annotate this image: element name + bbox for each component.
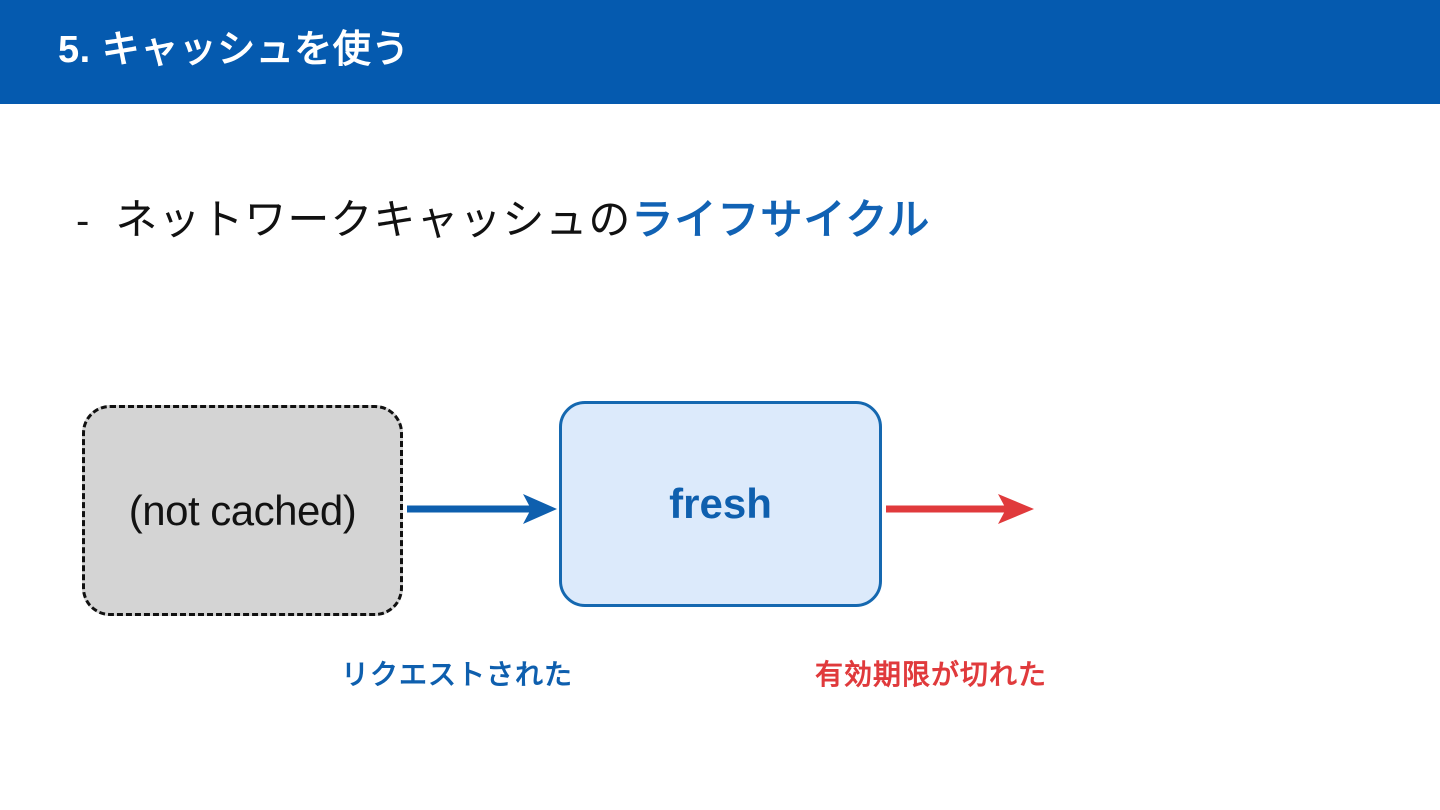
edge-label-expired: 有効期限が切れた	[815, 659, 1048, 690]
state-node-fresh-label: fresh	[669, 480, 772, 527]
slide-header-bar: 5. キャッシュを使う	[0, 0, 1440, 104]
arrow-requested-icon	[407, 494, 557, 524]
arrow-expired-icon	[886, 494, 1034, 524]
state-node-fresh: fresh	[559, 401, 882, 607]
page-title: 5. キャッシュを使う	[58, 29, 410, 71]
edge-label-requested: リクエストされた	[341, 659, 574, 690]
state-node-not-cached-label: (not cached)	[128, 486, 357, 534]
state-node-not-cached: (not cached)	[82, 405, 403, 616]
bullet-marker: -	[76, 199, 90, 243]
bullet-line: - ネットワークキャッシュの ライフサイクル	[76, 192, 930, 249]
bullet-text-accent: ライフサイクル	[631, 196, 931, 243]
bullet-text-primary: ネットワークキャッシュの	[115, 196, 632, 243]
